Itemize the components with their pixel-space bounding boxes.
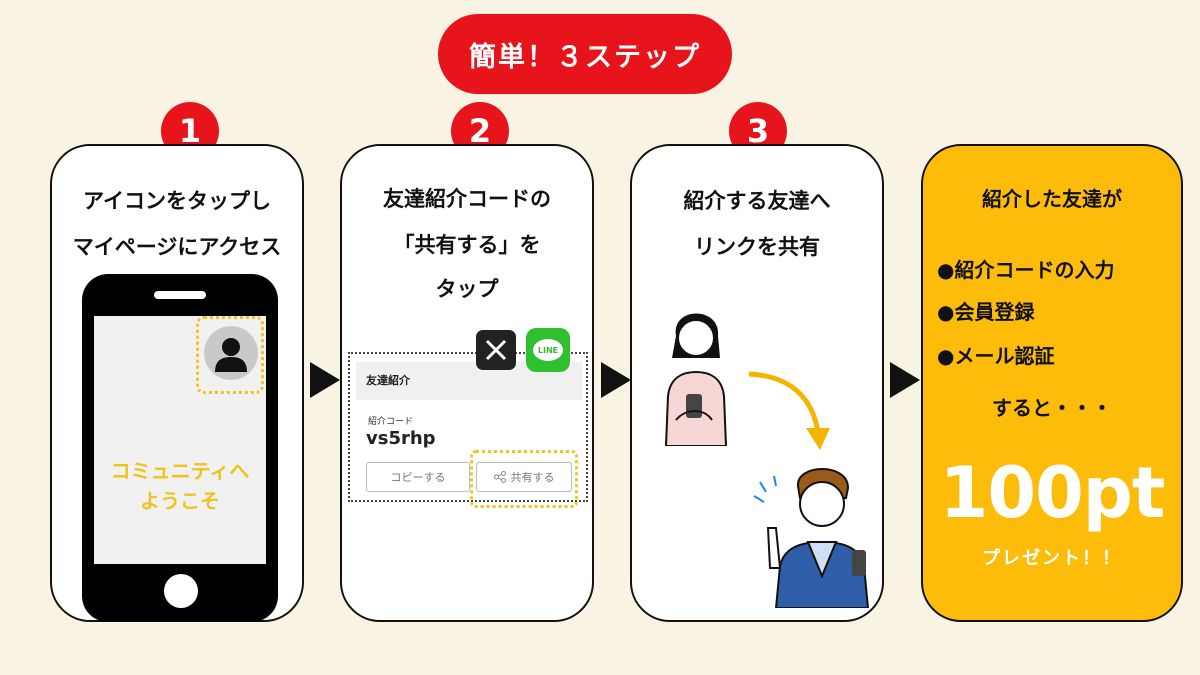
result-card: 紹介した友達が ●紹介コードの入力 ●会員登録 ●メール認証 すると・・・ 10… <box>921 144 1183 622</box>
step-2-title-line-1: 友達紹介コードの <box>383 187 551 211</box>
welcome-line-1: コミュニティへ <box>110 459 250 483</box>
phone-screen: コミュニティへ ようこそ <box>94 316 266 564</box>
welcome-line-2: ようこそ <box>140 489 220 513</box>
result-title: 紹介した友達が <box>982 187 1122 211</box>
step-1-title-line-2: マイページにアクセス <box>72 235 282 259</box>
step-card-1: アイコンをタップし マイページにアクセス コミュニティへ ようこそ <box>50 144 304 622</box>
result-then-text: すると・・・ <box>992 396 1112 420</box>
condition-email-auth: ●メール認証 <box>937 344 1055 368</box>
share-button-label: 共有する <box>510 471 555 484</box>
step-card-2: 友達紹介コードの 「共有する」を タップ 友達紹介 紹介コード vs5rhp コ… <box>340 144 594 622</box>
share-icon <box>493 471 506 483</box>
condition-registration: ●会員登録 <box>937 300 1035 324</box>
arrow-right-icon <box>601 362 631 398</box>
x-logo-icon[interactable] <box>476 330 516 370</box>
step-3-title-line-1: 紹介する友達へ <box>683 189 831 213</box>
copy-button[interactable]: コピーする <box>366 462 470 492</box>
page-title: 簡単！３ステップ <box>438 14 732 94</box>
step-1-title-line-1: アイコンをタップし <box>83 189 271 213</box>
man-thumbs-up-illustration <box>753 468 870 608</box>
welcome-text: コミュニティへ ようこそ <box>94 456 266 516</box>
share-button[interactable]: 共有する <box>476 462 572 492</box>
line-badge: LINE <box>533 339 563 361</box>
phone-speaker <box>154 291 206 299</box>
referral-panel: 友達紹介 紹介コード vs5rhp コピーする 共有する <box>348 352 588 508</box>
share-highlight <box>470 450 578 508</box>
woman-with-phone-illustration <box>664 313 728 446</box>
arrow-right-icon <box>310 362 340 398</box>
referral-code-label: 紹介コード <box>368 417 414 427</box>
user-icon[interactable] <box>204 326 258 380</box>
avatar-highlight <box>196 316 264 394</box>
referral-code-value: vs5rhp <box>366 428 436 449</box>
step-3-title-line-2: リンクを共有 <box>694 235 820 259</box>
points-amount: 100pt <box>939 452 1166 534</box>
share-arrow-icon <box>748 371 830 450</box>
smartphone-illustration: コミュニティへ ようこそ <box>82 274 278 622</box>
phone-home-button <box>164 574 198 608</box>
line-logo-icon[interactable]: LINE <box>526 328 570 372</box>
step-2-title-line-3: タップ <box>435 277 499 301</box>
present-text: プレゼント！！ <box>982 548 1122 569</box>
condition-referral-code: ●紹介コードの入力 <box>937 258 1115 282</box>
step-2-title-line-2: 「共有する」を <box>393 233 541 257</box>
arrow-right-icon <box>890 362 920 398</box>
step-card-3: 紹介する友達へ リンクを共有 <box>630 144 884 622</box>
